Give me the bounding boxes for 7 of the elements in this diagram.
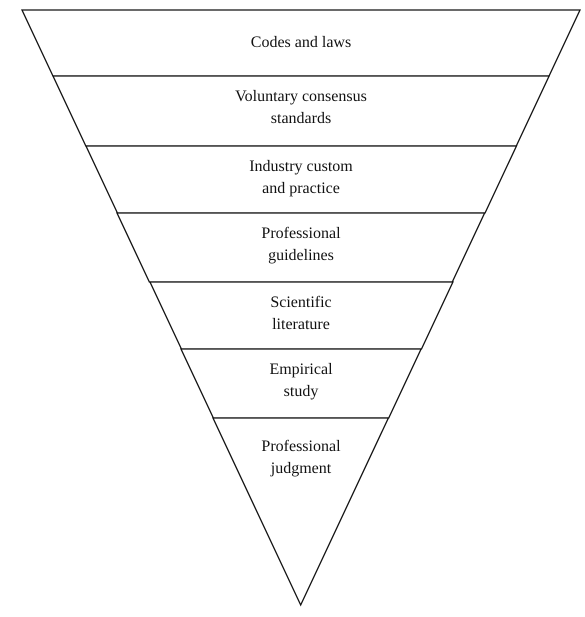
tier-label: Empirical study — [268, 360, 334, 402]
tier-label: Industry custom and practice — [248, 157, 354, 199]
tier-label: Professional guidelines — [260, 224, 342, 266]
tier-label: Professional judgment — [260, 437, 342, 479]
tier-label: Scientific literature — [269, 293, 333, 335]
tier-label: Codes and laws — [250, 33, 352, 53]
tier-label: Voluntary consensus standards — [234, 87, 368, 129]
